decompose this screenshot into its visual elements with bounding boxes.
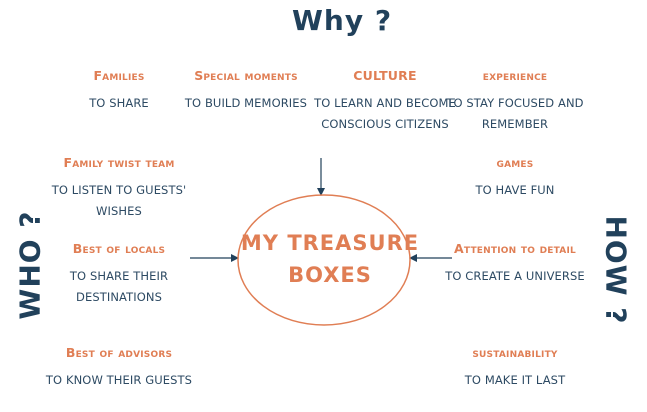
node-title: Families: [93, 68, 145, 83]
center-title: MY TREASURE BOXES: [241, 227, 419, 291]
node-desc: TO STAY FOCUSED AND REMEMBER: [430, 93, 600, 135]
node-desc-line: TO HAVE FUN: [475, 183, 555, 197]
heading-how: HOW ?: [599, 215, 633, 325]
node-special-moments: Special moments TO BUILD MEMORIES: [161, 68, 331, 114]
node-family-twist-team: Family twist team TO LISTEN TO GUESTS' W…: [34, 155, 204, 222]
node-title: CULTURE: [353, 68, 417, 83]
node-desc-line: TO LEARN AND BECOME: [314, 96, 456, 110]
node-families: Families TO SHARE: [34, 68, 204, 114]
node-sustainability: sustainability TO MAKE IT LAST: [430, 345, 600, 391]
node-title: Attention to detail: [454, 241, 576, 256]
node-desc-line: TO SHARE THEIR: [69, 269, 169, 283]
node-desc-line: TO SHARE: [89, 96, 149, 110]
node-desc: TO SHARE: [34, 93, 204, 114]
node-desc-line: TO STAY FOCUSED AND: [446, 96, 584, 110]
node-desc-line: TO KNOW THEIR GUESTS: [45, 373, 193, 387]
node-title: Special moments: [194, 68, 298, 83]
node-desc-line: REMEMBER: [481, 117, 549, 131]
node-desc-line: TO CREATE A UNIVERSE: [445, 269, 585, 283]
center-title-line2: BOXES: [288, 263, 372, 287]
node-desc: TO SHARE THEIR DESTINATIONS: [34, 266, 204, 308]
node-desc-line: TO LISTEN TO GUESTS': [51, 183, 187, 197]
node-title: sustainability: [472, 345, 558, 360]
node-desc: TO CREATE A UNIVERSE: [430, 266, 600, 287]
center-ellipse: [237, 194, 411, 326]
center-title-line1: MY TREASURE: [240, 231, 420, 255]
node-attention-to-detail: Attention to detail TO CREATE A UNIVERSE: [430, 241, 600, 287]
node-desc: TO BUILD MEMORIES: [161, 93, 331, 114]
node-desc: TO LISTEN TO GUESTS' WISHES: [34, 180, 204, 222]
node-desc-line: DESTINATIONS: [76, 290, 162, 304]
node-experience: experience TO STAY FOCUSED AND REMEMBER: [430, 68, 600, 135]
node-desc-line: WISHES: [96, 204, 142, 218]
node-desc-line: CONSCIOUS CITIZENS: [321, 117, 449, 131]
node-desc: TO MAKE IT LAST: [430, 370, 600, 391]
node-title: Best of locals: [72, 241, 166, 256]
node-title: games: [496, 155, 534, 170]
node-best-of-locals: Best of locals TO SHARE THEIR DESTINATIO…: [34, 241, 204, 308]
node-title: experience: [482, 68, 548, 83]
node-desc-line: TO MAKE IT LAST: [464, 373, 566, 387]
node-desc: TO LEARN AND BECOME CONSCIOUS CITIZENS: [300, 93, 470, 135]
heading-why: Why ?: [292, 4, 393, 37]
node-desc-line: TO BUILD MEMORIES: [184, 96, 308, 110]
node-desc: TO HAVE FUN: [430, 180, 600, 201]
node-games: games TO HAVE FUN: [430, 155, 600, 201]
node-title: Best of advisors: [65, 345, 173, 360]
node-title: Family twist team: [63, 155, 175, 170]
node-culture: CULTURE TO LEARN AND BECOME CONSCIOUS CI…: [300, 68, 470, 135]
node-best-of-advisors: Best of advisors TO KNOW THEIR GUESTS: [34, 345, 204, 391]
node-desc: TO KNOW THEIR GUESTS: [34, 370, 204, 391]
